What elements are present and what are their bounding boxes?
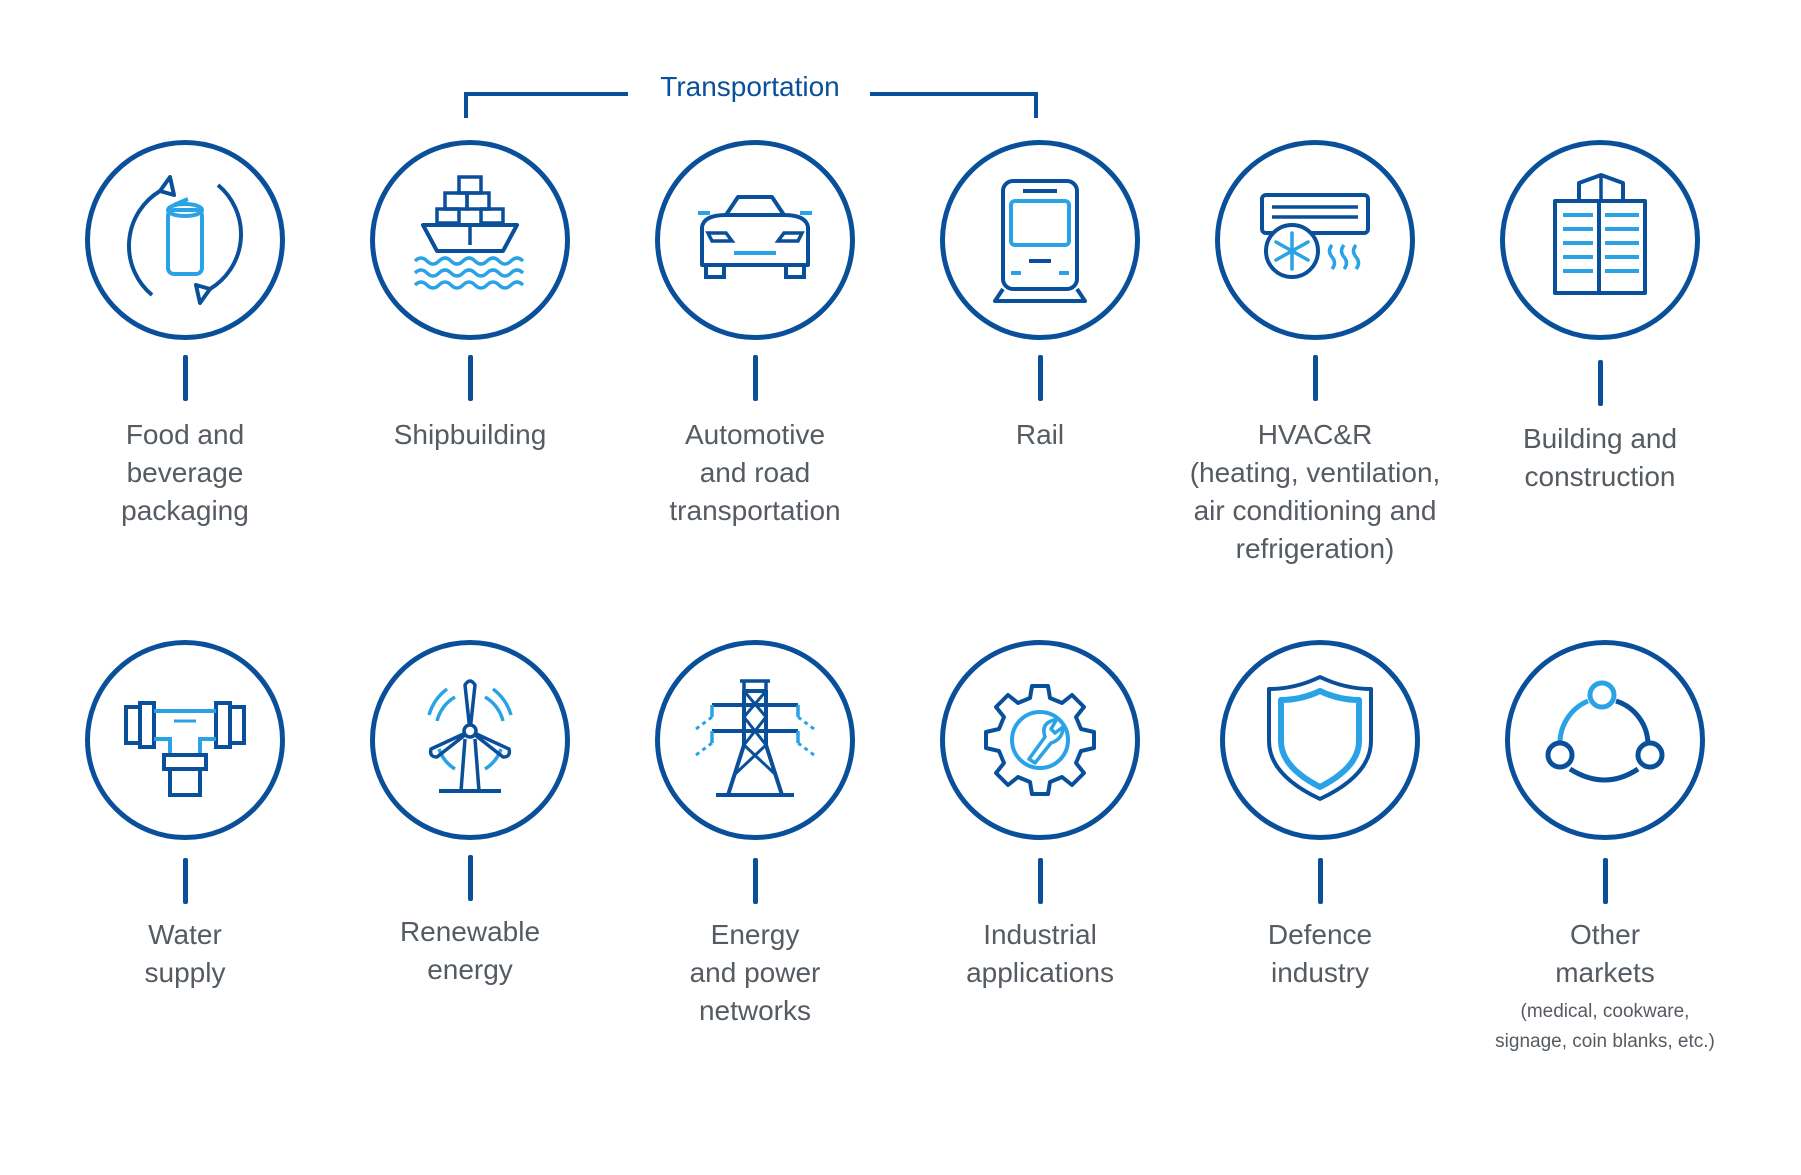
icon-circle xyxy=(370,640,570,840)
market-label: Shipbuilding xyxy=(393,419,547,450)
icon-circle xyxy=(1215,140,1415,340)
air-conditioner-icon xyxy=(1260,193,1370,279)
market-label: Building and construction xyxy=(1522,423,1678,492)
market-sublabel: (medical, cookware, signage, coin blanks… xyxy=(1495,1001,1715,1052)
connector-line xyxy=(1603,858,1608,904)
power-tower-icon xyxy=(695,679,815,797)
connector-line xyxy=(1318,858,1323,904)
train-icon xyxy=(993,179,1087,303)
icon-circle xyxy=(1220,640,1420,840)
icon-circle xyxy=(940,140,1140,340)
network-nodes-icon xyxy=(1545,680,1665,783)
market-label: Water supply xyxy=(144,919,226,988)
market-label: Industrial applications xyxy=(966,919,1114,988)
transportation-bracket xyxy=(464,92,1038,118)
connector-line xyxy=(1598,360,1603,406)
icon-circle xyxy=(1500,140,1700,340)
connector-line xyxy=(468,855,473,901)
icon-circle xyxy=(940,640,1140,840)
connector-line xyxy=(753,355,758,401)
market-label: Other markets xyxy=(1555,919,1655,988)
gear-wrench-icon xyxy=(984,684,1096,796)
pipe-fitting-icon xyxy=(124,701,246,797)
shield-icon xyxy=(1267,675,1373,801)
market-label: Defence industry xyxy=(1267,919,1373,988)
building-icon xyxy=(1553,173,1647,295)
icon-circle xyxy=(655,140,855,340)
market-label: Food and beverage packaging xyxy=(121,419,249,526)
market-label: Automotive and road transportation xyxy=(669,419,841,526)
market-label: Rail xyxy=(1015,419,1065,450)
icon-circle xyxy=(85,640,285,840)
connector-line xyxy=(183,355,188,401)
icon-circle xyxy=(1505,640,1705,840)
connector-line xyxy=(753,858,758,904)
market-label: Energy and power networks xyxy=(689,919,821,1026)
wind-turbine-icon xyxy=(427,679,513,793)
connector-line xyxy=(183,858,188,904)
market-label: HVAC&R (heating, ventilation, air condit… xyxy=(1189,419,1441,564)
icon-circle xyxy=(655,640,855,840)
can-recycle-icon xyxy=(127,175,243,305)
connector-line xyxy=(468,355,473,401)
connector-line xyxy=(1038,355,1043,401)
connector-line xyxy=(1313,355,1318,401)
transportation-group-title: Transportation xyxy=(660,71,840,102)
icon-circle xyxy=(85,140,285,340)
market-label: Renewable energy xyxy=(399,916,541,985)
icon-circle xyxy=(370,140,570,340)
connector-line xyxy=(1038,858,1043,904)
car-icon xyxy=(698,195,812,279)
cargo-ship-icon xyxy=(413,175,525,290)
